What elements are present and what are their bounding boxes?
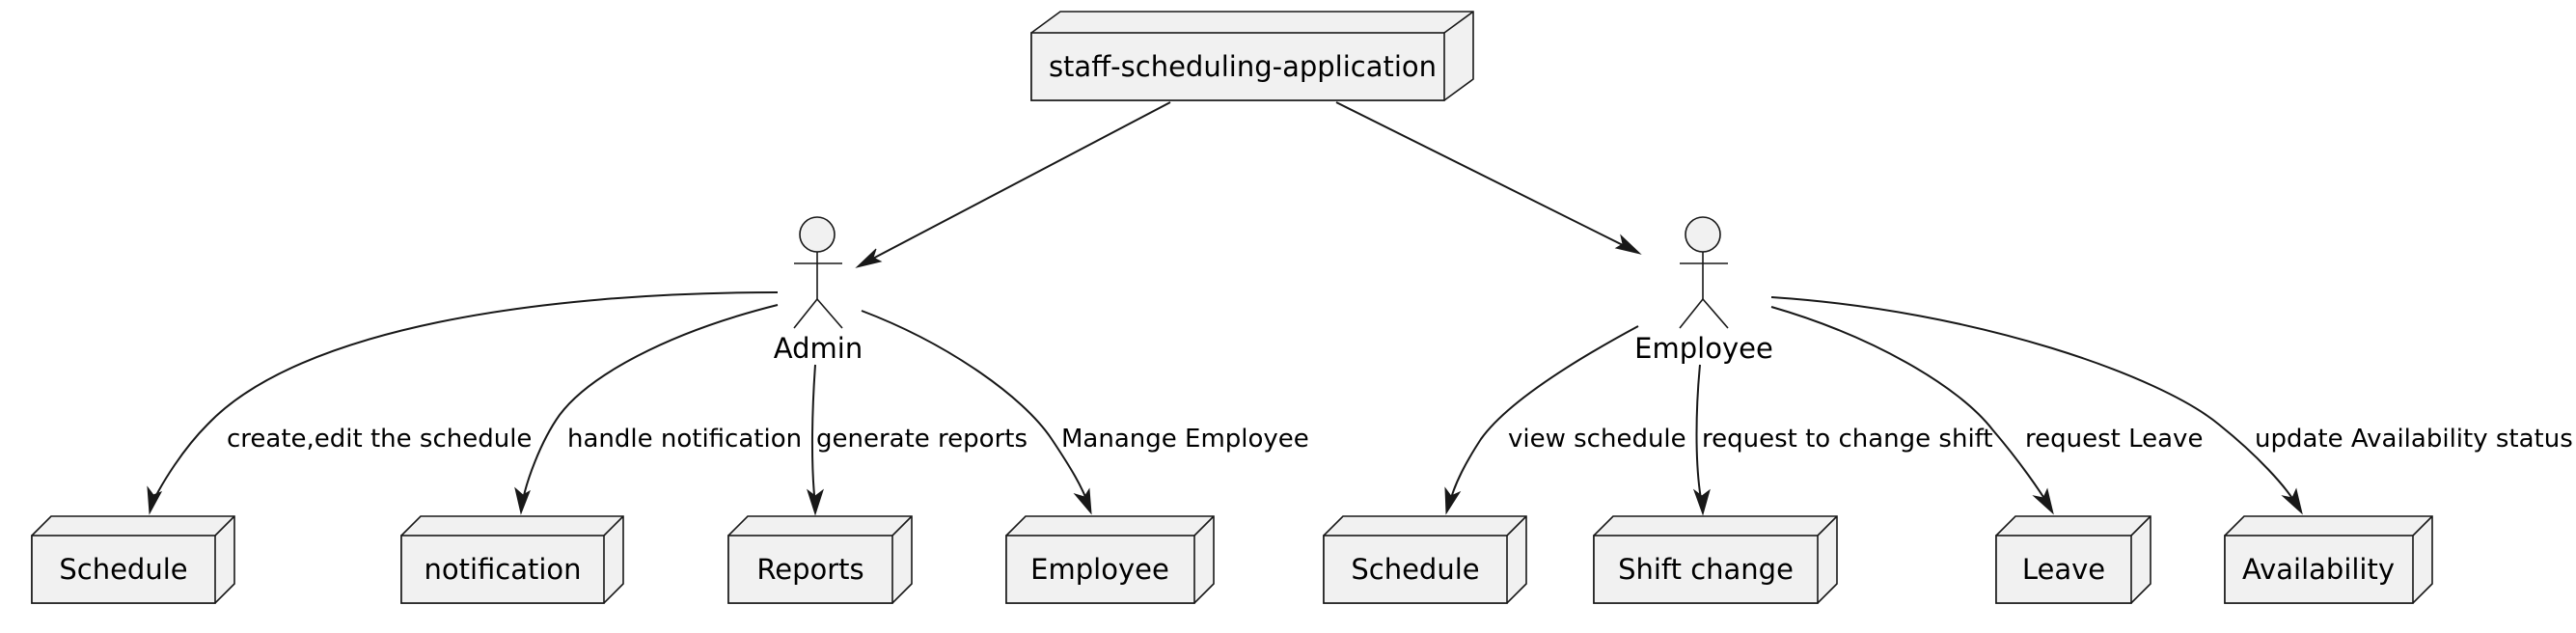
availability-node: Availability	[2224, 515, 2433, 604]
leave-node: Leave	[1995, 515, 2151, 604]
emp-leave-edge-label: request Leave	[2025, 425, 2203, 454]
admin-schedule-node-label: Schedule	[59, 553, 187, 586]
emp-leave-arrowhead	[2032, 487, 2054, 515]
employee-actor-label: Employee	[1634, 332, 1773, 365]
leave-node-label: Leave	[2022, 553, 2105, 586]
admin-employee-edge-label: Manange Employee	[1061, 425, 1309, 454]
root-node: staff-scheduling-application	[1030, 11, 1474, 101]
root-to-employee-arrowhead	[1614, 234, 1642, 255]
emp-schedule-node: Schedule	[1323, 515, 1527, 604]
reports-node: Reports	[727, 515, 913, 604]
emp-leave-edge	[1770, 306, 2049, 506]
admin-actor-label: Admin	[774, 332, 863, 365]
admin-actor-head	[799, 216, 836, 253]
employee-actor: Employee	[1634, 216, 1773, 365]
employee-node: Employee	[1005, 515, 1215, 604]
emp-schedule-edge-label: view schedule	[1508, 425, 1686, 454]
emp-schedule-node-label: Schedule	[1351, 553, 1479, 586]
notification-node: notification	[400, 515, 624, 604]
emp-schedule-arrowhead	[1444, 486, 1462, 515]
admin-reports-edge	[810, 364, 816, 506]
root-node-label: staff-scheduling-application	[1049, 50, 1437, 83]
employee-node-label: Employee	[1030, 553, 1169, 586]
emp-availability-edge-label: update Availability status	[2255, 425, 2573, 454]
emp-schedule-edge	[1448, 325, 1639, 506]
admin-reports-edge-label: generate reports	[816, 425, 1028, 454]
emp-availability-arrowhead	[2281, 487, 2303, 515]
emp-availability-edge	[1770, 296, 2297, 506]
admin-notification-edge	[521, 304, 779, 506]
root-to-admin-edge	[864, 101, 1171, 263]
admin-notification-edge-label: handle notification	[567, 425, 802, 454]
shift-change-node: Shift change	[1593, 515, 1838, 604]
reports-node-label: Reports	[756, 553, 863, 586]
emp-shift-edge	[1695, 364, 1703, 506]
admin-actor: Admin	[774, 216, 863, 365]
notification-node-label: notification	[424, 553, 581, 586]
admin-notification-arrowhead	[514, 486, 531, 515]
admin-schedule-edge-label: create,edit the schedule	[227, 425, 532, 454]
admin-schedule-arrowhead	[147, 485, 163, 515]
shift-change-node-label: Shift change	[1618, 553, 1794, 586]
availability-node-label: Availability	[2242, 553, 2395, 586]
emp-shift-arrowhead	[1692, 488, 1711, 516]
admin-employee-edge	[861, 310, 1089, 506]
employee-actor-head	[1685, 216, 1721, 253]
emp-shift-edge-label: request to change shift	[1702, 425, 1993, 454]
admin-schedule-node: Schedule	[31, 515, 235, 604]
root-to-employee-edge	[1335, 101, 1631, 250]
admin-reports-arrowhead	[807, 488, 824, 516]
admin-employee-arrowhead	[1073, 487, 1092, 515]
root-to-admin-arrowhead	[855, 248, 883, 268]
admin-schedule-edge	[151, 291, 779, 506]
